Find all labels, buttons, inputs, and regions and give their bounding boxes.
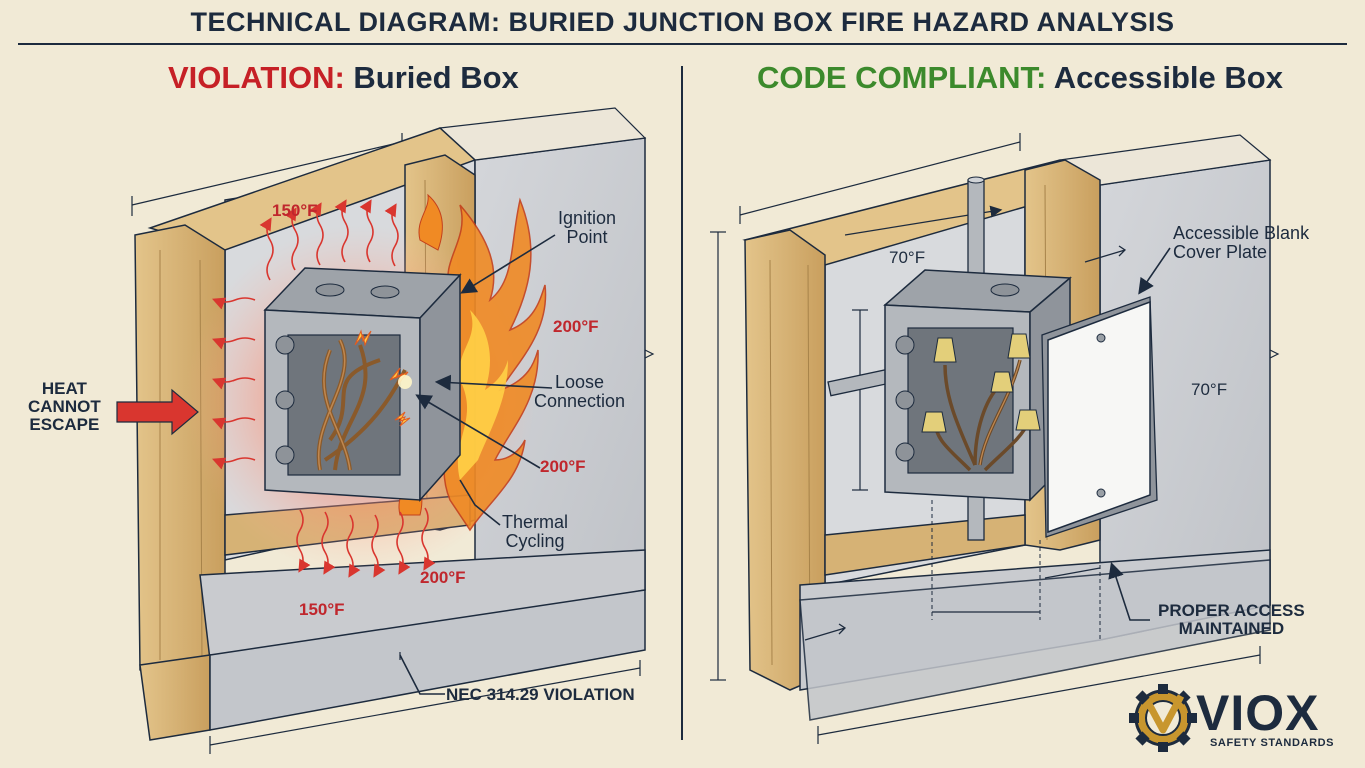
nec-violation-label: NEC 314.29 VIOLATION [446, 685, 635, 704]
cover-plate-label: Accessible Blank Cover Plate [1173, 223, 1310, 262]
page-title: TECHNICAL DIAGRAM: BURIED JUNCTION BOX F… [190, 7, 1175, 37]
compliant-heading-prefix: CODE COMPLIANT: [757, 60, 1047, 95]
temp-bottom-left-150: 150°F [299, 600, 345, 619]
left-junction-box [263, 267, 462, 502]
temp-inner-70: 70°F [889, 248, 926, 267]
viox-gear-logo [1129, 684, 1197, 752]
temp-outer-70: 70°F [1191, 380, 1228, 399]
temp-right-lower-200: 200°F [540, 457, 586, 476]
violation-heading-text: Buried Box [353, 60, 519, 95]
violation-heading: VIOLATION: Buried Box [168, 60, 519, 95]
viox-logo-tagline: SAFETY STANDARDS [1210, 737, 1335, 749]
blank-cover-plate [1041, 296, 1158, 538]
thermal-cycling-label: Thermal Cycling [502, 512, 569, 551]
ignition-point-label: Ignition Point [558, 208, 617, 247]
left-callout-leaders [399, 234, 556, 695]
temp-bottom-right-200: 200°F [420, 568, 466, 587]
compliant-heading-text: Accessible Box [1053, 60, 1283, 95]
temp-top-150: 150°F [272, 201, 318, 220]
proper-access-label: PROPER ACCESS MAINTAINED [1158, 601, 1305, 638]
heat-cannot-escape-label: HEAT CANNOT ESCAPE [28, 379, 101, 434]
compliant-heading: CODE COMPLIANT: Accessible Box [757, 60, 1283, 95]
viox-logo-wordmark: VIOX [1196, 685, 1320, 741]
violation-heading-prefix: VIOLATION: [168, 60, 345, 95]
heat-cannot-escape-arrow [116, 388, 199, 436]
heat-arrows [212, 199, 436, 578]
loose-connection-label: Loose Connection [534, 372, 626, 411]
temp-right-upper-200: 200°F [553, 317, 599, 336]
right-callout-leaders [1108, 247, 1171, 621]
